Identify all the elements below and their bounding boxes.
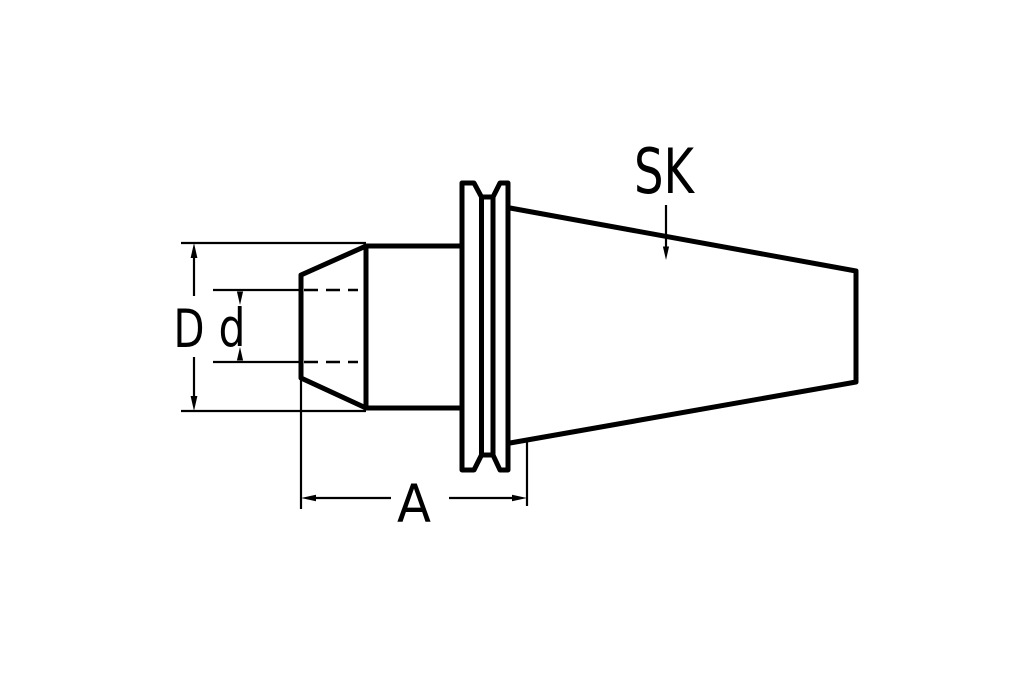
label-taper: SK: [634, 135, 695, 208]
taper-shank-outline: [509, 205, 859, 446]
dimensions: [181, 205, 670, 509]
label-bore-diameter: d: [219, 298, 246, 359]
flange-outline: [459, 180, 511, 473]
dim-d-arrow-up: [236, 347, 244, 361]
dim-D-arrow-up: [190, 243, 198, 258]
dim-A-arrow-right: [512, 494, 527, 502]
part-outline: [298, 180, 859, 473]
dim-d-arrow-down: [236, 291, 244, 305]
label-outer-diameter: D: [174, 299, 205, 360]
dimension-labels: D d A SK: [174, 135, 696, 535]
nose-cone-outline: [298, 243, 368, 411]
label-projection-length: A: [397, 474, 431, 535]
dim-A-arrow-left: [301, 494, 316, 502]
dim-D-arrow-down: [190, 396, 198, 411]
cylinder-outline: [366, 243, 461, 411]
sk-leader-arrow: [662, 246, 670, 260]
